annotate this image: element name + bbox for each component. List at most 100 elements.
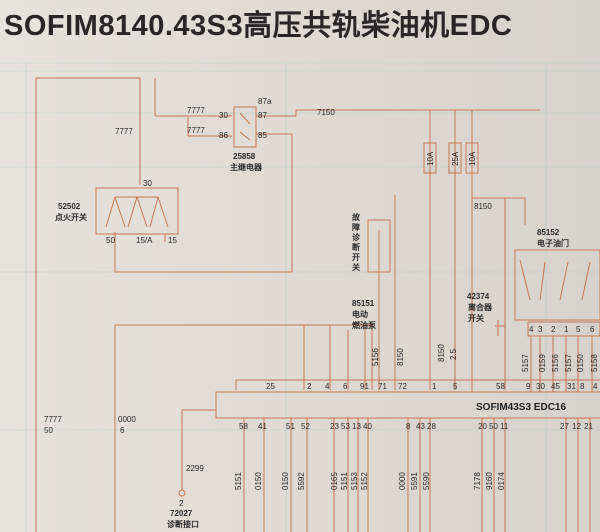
ecu-bottom-pin: 23 xyxy=(330,422,339,431)
pump-name-1: 电动 xyxy=(352,309,368,319)
ecu-bottom-pins: 58 41 51 52 23 53 13 40 8 43 28 20 50 11… xyxy=(239,422,593,431)
ecu-name: SOFIM43S3 EDC16 xyxy=(476,402,566,413)
wire-label-5156: 5156 xyxy=(371,348,380,366)
ecu-bottom-wire: 0150 xyxy=(281,472,290,490)
ecu-bottom-pin: 58 xyxy=(239,422,248,431)
ecu-bottom-pin: 20 xyxy=(478,422,487,431)
ecu-top-pin: 91 xyxy=(360,382,369,391)
ecu-bottom-pin: 50 xyxy=(489,422,498,431)
wire-labels: 7777 7777 7777 7150 8150 5156 8150 8150 … xyxy=(44,106,492,435)
ecu-bottom-wire: 0174 xyxy=(497,472,506,490)
ecu-bottom-wires: 5151 0150 0150 5592 0165 5151 5153 5152 … xyxy=(234,472,506,490)
ecu-bottom-wire: 5151 xyxy=(234,472,243,490)
ecu-top-pin: 8 xyxy=(580,382,585,391)
ecu-bottom-pin: 11 xyxy=(500,422,509,431)
wire-label-8150c: 8150 xyxy=(437,344,446,362)
clutch-name-1: 离合器 xyxy=(468,302,493,312)
wire-label-7777-c: 7777 xyxy=(187,126,205,135)
diagram-title: SOFIM8140.43S3高压共轨柴油机EDC xyxy=(4,10,513,42)
throttle-wire-3: 5156 xyxy=(551,354,560,372)
wire-label-8150: 8150 xyxy=(474,202,492,211)
ecu-bottom-wire: 5153 xyxy=(350,472,359,490)
ecu-bottom-pin: 40 xyxy=(363,422,372,431)
ecu-bottom-wire: 0165 xyxy=(330,472,339,490)
relay-pin-30: 30 xyxy=(219,111,228,120)
clutch-labels: 42374 离合器 开关 xyxy=(467,292,493,323)
wire-label-0000: 0000 xyxy=(118,415,136,424)
fault-lamp-label: 故 障 诊 断 开 关 xyxy=(352,212,361,272)
relay-pin-86: 86 xyxy=(219,131,228,140)
ecu-top-pin: 45 xyxy=(551,382,560,391)
relay-pin-87: 87 xyxy=(258,111,267,120)
relay-pin-87a: 87a xyxy=(258,97,272,106)
clutch-name-2: 开关 xyxy=(468,313,484,323)
throttle-labels: 85152 电子油门 4 3 2 1 5 6 5157 0159 5156 51… xyxy=(521,228,599,372)
pump-name-2: 燃油泵 xyxy=(352,320,376,330)
fuse-2-label: 25A xyxy=(451,151,460,166)
ecu-top-pins: 25 2 4 6 91 71 72 1 5 58 9 30 45 31 8 4 xyxy=(266,382,598,391)
ecu-top-pin: 25 xyxy=(266,382,275,391)
throttle-wire-1: 5157 xyxy=(521,354,530,372)
fuse-1-label: 10A xyxy=(426,151,435,166)
ecu-bottom-pin: 12 xyxy=(572,422,581,431)
pump-code: 85151 xyxy=(352,299,375,308)
ecu-top-pin: 31 xyxy=(567,382,576,391)
ignition-pin-15a: 15/A xyxy=(136,236,153,245)
throttle-pin-6: 6 xyxy=(590,325,595,334)
fault-char-2: 障 xyxy=(352,222,360,232)
throttle-pin-2: 3 xyxy=(538,325,543,334)
ecu-bottom-wire: 5151 xyxy=(340,472,349,490)
clutch-code: 42374 xyxy=(467,292,490,301)
relay-name: 主继电器 xyxy=(230,162,263,172)
ignition-pin-50: 50 xyxy=(106,236,115,245)
ecu-bottom-wire: 9160 xyxy=(485,472,494,490)
ecu-bottom-wire: 0150 xyxy=(254,472,263,490)
throttle-name: 电子油门 xyxy=(537,238,569,248)
fault-char-4: 断 xyxy=(352,242,360,252)
wire-label-7777-a: 7777 xyxy=(115,127,133,136)
ignition-pin-15: 15 xyxy=(168,236,177,245)
ecu-top-pin: 6 xyxy=(343,382,348,391)
diag-labels: 2299 2 72027 诊断接口 xyxy=(167,464,204,529)
ecu-bottom-pin: 8 xyxy=(406,422,411,431)
wires xyxy=(35,77,600,532)
diag-name: 诊断接口 xyxy=(167,519,199,529)
wire-label-8150b: 8150 xyxy=(396,348,405,366)
fuse-labels: 10A 25A 10A xyxy=(426,151,477,166)
fault-char-6: 关 xyxy=(352,262,360,272)
wire-label-2p5: 2.5 xyxy=(449,348,458,360)
throttle-pin-4: 1 xyxy=(564,325,569,334)
ecu-bottom-pin: 27 xyxy=(560,422,569,431)
ecu-bottom-wire: 5152 xyxy=(360,472,369,490)
ecu-bottom-wire: 7178 xyxy=(473,472,482,490)
diag-pin: 2 xyxy=(179,499,184,508)
ecu-top-pin: 72 xyxy=(398,382,407,391)
ecu-bottom-pin: 51 xyxy=(286,422,295,431)
ecu-top-pin: 71 xyxy=(378,382,387,391)
ecu-bottom-wire: 0000 xyxy=(398,472,407,490)
throttle-wire-5: 0150 xyxy=(576,354,585,372)
throttle-pin-3: 2 xyxy=(551,325,556,334)
ecu-bottom-pin: 21 xyxy=(584,422,593,431)
ecu-bottom-pin: 28 xyxy=(427,422,436,431)
throttle-wire-2: 0159 xyxy=(538,354,547,372)
ignition-switch-name: 点火开关 xyxy=(55,212,87,222)
pump-labels: 85151 电动 燃油泵 xyxy=(352,299,376,330)
fuse-3-label: 10A xyxy=(468,151,477,166)
ecu-bottom-wire: 5591 xyxy=(410,472,419,490)
ecu-bottom-pin: 43 xyxy=(416,422,425,431)
relay-code: 25858 xyxy=(233,152,256,161)
ecu-top-pin: 5 xyxy=(453,382,458,391)
ignition-pin-30: 30 xyxy=(143,179,152,188)
ecu-bottom-wire: 5590 xyxy=(422,472,431,490)
wire-label-50: 50 xyxy=(44,426,53,435)
ecu-top-pin: 4 xyxy=(593,382,598,391)
fault-char-5: 开 xyxy=(352,253,360,262)
ecu-top-pin: 9 xyxy=(526,382,531,391)
diag-wire: 2299 xyxy=(186,464,204,473)
ignition-switch-code: 52502 xyxy=(58,202,81,211)
relay-pin-85: 85 xyxy=(258,131,267,140)
ecu-bottom-pin: 52 xyxy=(301,422,310,431)
